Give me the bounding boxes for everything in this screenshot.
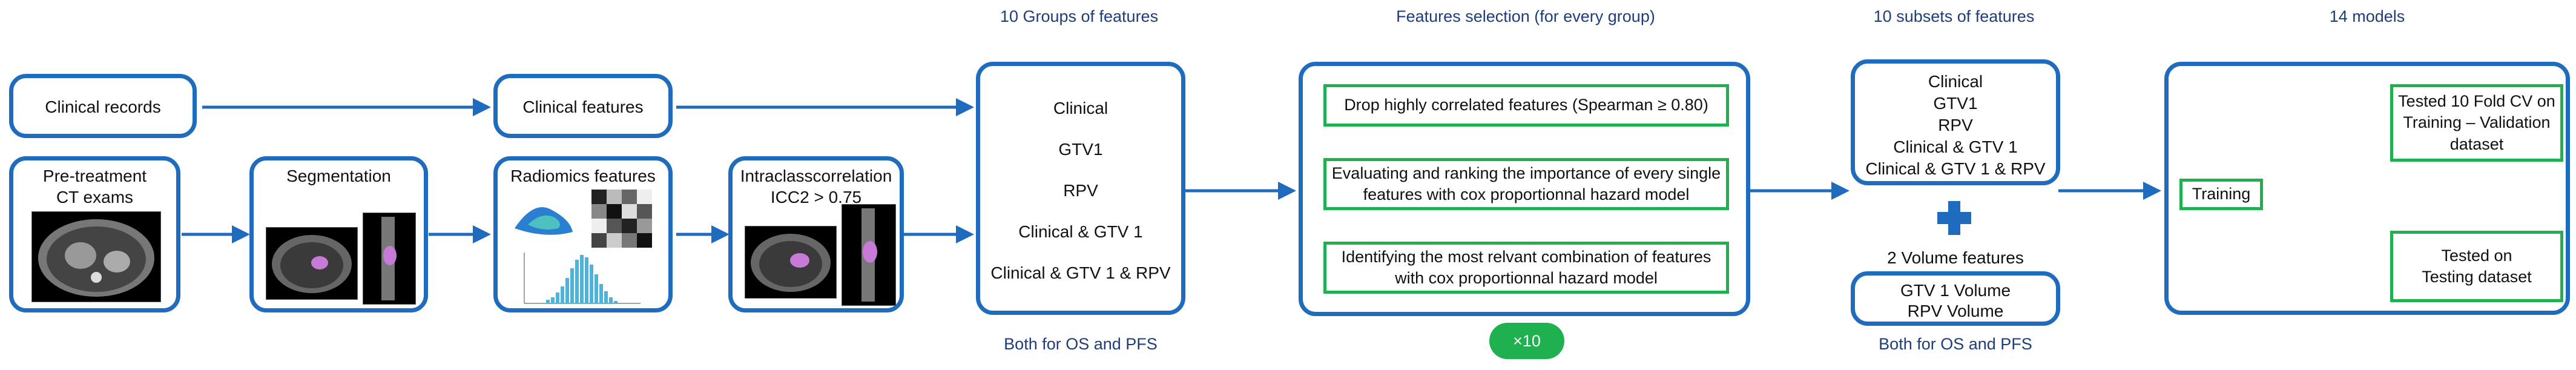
tested-cv-box: Tested 10 Fold CV on Training – Validati… [2390,84,2563,162]
pretreatment-label: Pre-treatment [42,167,147,185]
groups-footer: Both for OS and PFS [1004,335,1158,353]
subsets-footer: Both for OS and PFS [1879,335,2032,353]
clinical-features-box: Clinical features [493,74,673,138]
header-models: 14 models [2329,7,2405,25]
training-box: Training [2179,179,2263,210]
subsets-box: Clinical GTV1 RPV Clinical & GTV 1 Clini… [1851,59,2060,185]
group-clinical-gtv1-rpv: Clinical & GTV 1 & RPV [990,263,1171,282]
icc-title-label: Intraclasscorrelation [740,167,892,185]
shape-plot-image [515,207,573,235]
ct-scan-image [31,211,161,302]
histogram-image [524,253,641,304]
selection-box: Drop highly correlated features (Spearma… [1299,62,1750,316]
selection-step-drop-correlated: Drop highly correlated features (Spearma… [1323,84,1729,127]
volume-rpv: RPV Volume [1907,302,2004,320]
subset-clinical-gtv1-rpv: Clinical & GTV 1 & RPV [1865,159,2046,178]
icc-box: Intraclasscorrelation ICC2 > 0.75 [728,156,904,312]
group-rpv: RPV [1063,181,1098,200]
volume-features-title: 2 Volume features [1887,248,2024,267]
clinical-records-box: Clinical records [9,74,197,138]
header-groups: 10 Groups of features [1000,7,1159,25]
models-box: Training Tested 10 Fold CV on Training –… [2164,62,2570,315]
group-clinical: Clinical [1053,99,1108,117]
tested-testing-box: Tested on Testing dataset [2390,231,2563,302]
volume-gtv1: GTV 1 Volume [1900,281,2011,300]
subset-rpv: RPV [1938,116,1973,134]
ct-exams-label: CT exams [56,188,134,206]
segmentation-label: Segmentation [286,167,391,185]
segmentation-sagittal-image [363,213,416,305]
segmentation-box: Segmentation [249,156,428,312]
segmentation-axial-image [266,227,358,300]
selection-step-best-combination: Identifying the most relvant combination… [1323,242,1729,294]
clinical-features-label: Clinical features [522,97,644,116]
icc-axial-image [745,226,837,299]
icc-sagittal-image [842,204,896,306]
plus-icon [1937,201,1971,235]
pretreatment-ct-box: Pre-treatment CT exams [9,156,180,312]
volume-features-box: GTV 1 Volume RPV Volume [1851,271,2060,326]
radiomics-label: Radiomics features [510,167,656,185]
glcm-matrix-image [591,190,652,248]
group-gtv1: GTV1 [1058,140,1103,159]
subset-gtv1: GTV1 [1933,94,1978,113]
groups-box: Clinical GTV1 RPV Clinical & GTV 1 Clini… [976,62,1185,315]
icc-threshold-label: ICC2 > 0.75 [770,188,862,206]
group-clinical-gtv1: Clinical & GTV 1 [1018,222,1143,241]
clinical-records-label: Clinical records [45,97,161,116]
header-subsets: 10 subsets of features [1873,7,2035,25]
subset-clinical: Clinical [1928,72,1983,91]
header-selection: Features selection (for every group) [1396,7,1655,25]
selection-step-rank-features: Evaluating and ranking the importance of… [1323,158,1729,210]
radiomics-box: Radiomics features [493,156,673,312]
subset-clinical-gtv1: Clinical & GTV 1 [1893,137,2018,156]
times-ten-badge: ×10 [1489,323,1564,359]
